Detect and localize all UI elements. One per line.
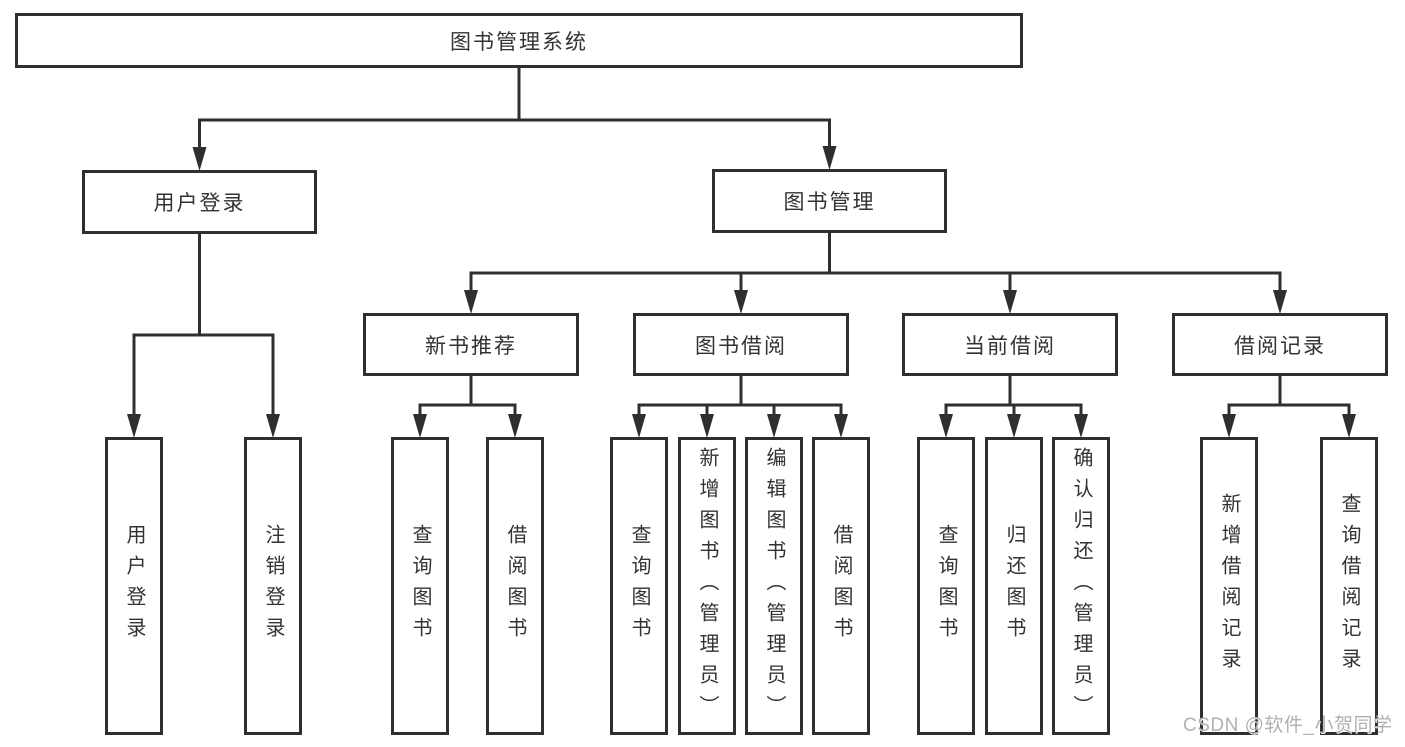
arrowhead-icon [1074,414,1088,438]
node-book-borrow: 图书借阅 [633,313,849,376]
node-leaf-edit-book: 编辑图书（管理员） [745,437,803,735]
node-label-leaf-add-record: 新增借阅记录 [1218,493,1240,679]
node-label-leaf-query-book-3: 查询图书 [935,524,957,648]
node-label-book-borrow: 图书借阅 [695,334,787,358]
node-leaf-query-record: 查询借阅记录 [1320,437,1378,735]
arrowhead-icon [1342,414,1356,438]
arrowhead-icon [834,414,848,438]
arrowhead-icon [413,414,427,438]
arrowhead-icon [266,414,280,438]
arrowhead-icon [734,290,748,314]
node-label-leaf-borrow-book-1: 借阅图书 [504,524,526,648]
arrowhead-icon [700,414,714,438]
node-leaf-add-book: 新增图书（管理员） [678,437,736,735]
node-label-leaf-add-book: 新增图书（管理员） [696,446,718,726]
node-leaf-query-book-2: 查询图书 [610,437,668,735]
arrowhead-icon [1003,290,1017,314]
node-label-book-mgmt: 图书管理 [783,191,876,214]
node-borrow-record: 借阅记录 [1172,313,1388,376]
node-label-leaf-borrow-book-2: 借阅图书 [830,524,852,648]
arrowhead-icon [192,147,207,171]
node-label-leaf-return-book: 归还图书 [1003,524,1025,648]
node-label-leaf-query-book-2: 查询图书 [628,524,650,648]
arrowhead-icon [1007,414,1021,438]
arrowhead-icon [508,414,522,438]
node-root: 图书管理系统 [15,13,1023,68]
arrowhead-icon [1222,414,1236,438]
node-label-new-book: 新书推荐 [425,334,517,358]
node-book-mgmt: 图书管理 [712,169,947,233]
node-leaf-borrow-book-1: 借阅图书 [486,437,544,735]
node-leaf-query-book-3: 查询图书 [917,437,975,735]
node-leaf-logout: 注销登录 [244,437,302,735]
arrowhead-icon [127,414,141,438]
node-leaf-user-login: 用户登录 [105,437,163,735]
node-leaf-confirm-return: 确认归还（管理员） [1052,437,1110,735]
arrowhead-icon [464,290,478,314]
node-leaf-borrow-book-2: 借阅图书 [812,437,870,735]
node-label-leaf-query-record: 查询借阅记录 [1338,493,1360,679]
node-user-login: 用户登录 [82,170,317,234]
node-leaf-query-book-1: 查询图书 [391,437,449,735]
node-label-root: 图书管理系统 [450,30,588,54]
node-current-borrow: 当前借阅 [902,313,1118,376]
node-label-leaf-edit-book: 编辑图书（管理员） [763,446,785,726]
arrowhead-icon [939,414,953,438]
node-label-leaf-logout: 注销登录 [262,524,284,648]
arrowhead-icon [822,146,837,170]
node-label-borrow-record: 借阅记录 [1234,334,1326,358]
node-label-leaf-query-book-1: 查询图书 [409,524,431,648]
node-label-leaf-user-login: 用户登录 [123,524,145,648]
node-label-user-login: 用户登录 [153,192,246,215]
arrowhead-icon [1273,290,1287,314]
node-label-current-borrow: 当前借阅 [964,334,1056,358]
node-leaf-add-record: 新增借阅记录 [1200,437,1258,735]
arrowhead-icon [632,414,646,438]
watermark: CSDN @软件_小贺同学 [1183,715,1393,736]
node-label-leaf-confirm-return: 确认归还（管理员） [1070,446,1092,726]
node-leaf-return-book: 归还图书 [985,437,1043,735]
node-new-book: 新书推荐 [363,313,579,376]
arrowhead-icon [767,414,781,438]
